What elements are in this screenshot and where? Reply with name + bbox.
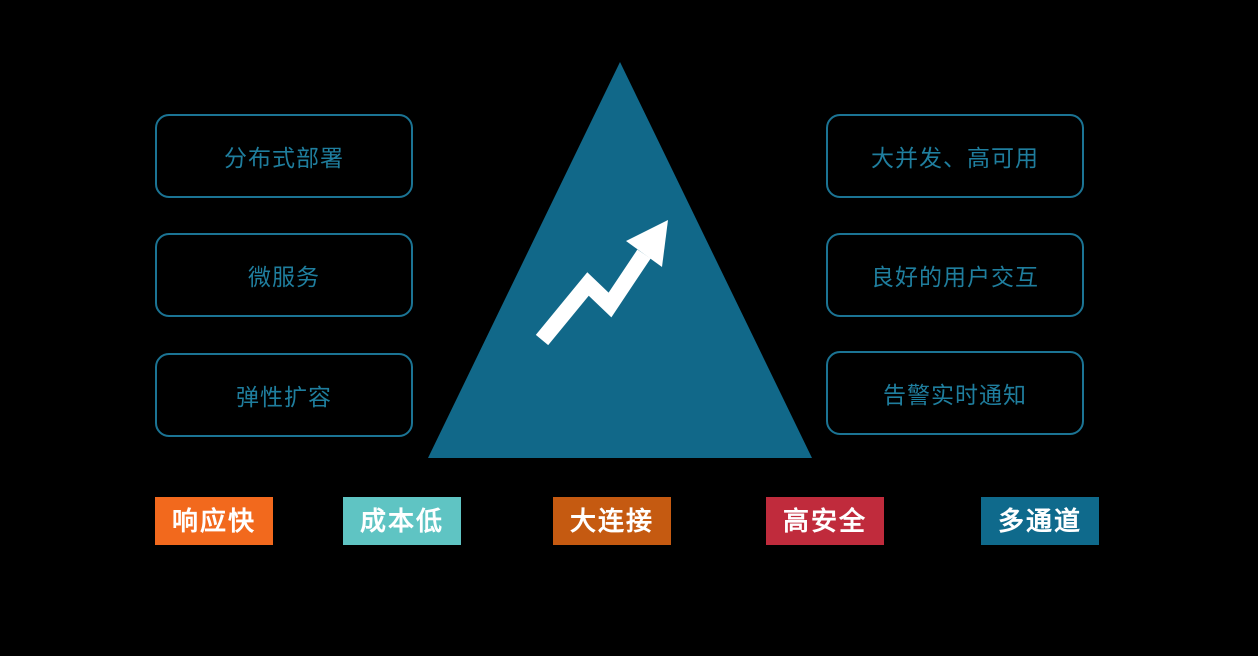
feature-box-microservices: 微服务: [155, 233, 413, 317]
pyramid-graphic: [428, 62, 812, 458]
feature-box-distributed-deployment: 分布式部署: [155, 114, 413, 198]
feature-label: 弹性扩容: [236, 384, 332, 410]
feature-label: 微服务: [248, 264, 320, 290]
feature-label: 大并发、高可用: [871, 145, 1039, 171]
tag-low-cost: 成本低: [343, 497, 462, 545]
feature-label: 分布式部署: [224, 145, 344, 171]
tag-massive-connections: 大连接: [553, 497, 672, 545]
feature-box-realtime-alerts: 告警实时通知: [826, 351, 1084, 435]
tag-fast-response: 响应快: [155, 497, 274, 545]
tag-high-security: 高安全: [766, 497, 885, 545]
feature-box-user-interaction: 良好的用户交互: [826, 233, 1084, 317]
feature-label: 告警实时通知: [883, 382, 1027, 408]
feature-box-high-concurrency: 大并发、高可用: [826, 114, 1084, 198]
tag-multi-channel: 多通道: [981, 497, 1100, 545]
growth-arrow-icon: [535, 220, 668, 346]
feature-label: 良好的用户交互: [871, 264, 1039, 290]
pyramid-triangle: [428, 62, 812, 458]
feature-box-elastic-scaling: 弹性扩容: [155, 353, 413, 437]
